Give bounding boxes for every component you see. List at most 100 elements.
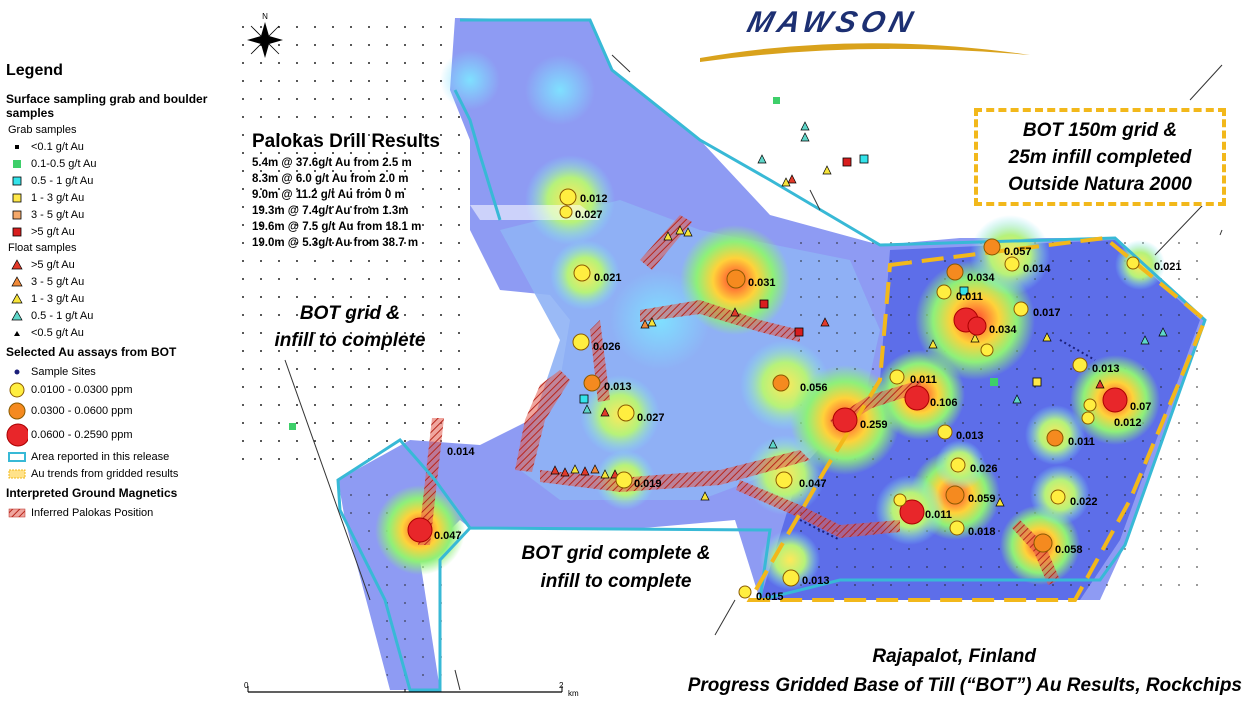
assay-label: 0.015: [756, 591, 784, 603]
bot-circle-icon: [6, 423, 28, 447]
assay-label: 0.018: [968, 526, 996, 538]
legend-item: 3 - 5 g/t Au: [6, 206, 246, 223]
grab-square-icon: [6, 155, 28, 172]
assay-label: 0.012: [1114, 417, 1142, 429]
assay-label: 0.027: [575, 209, 603, 221]
north-arrow-icon: N: [247, 12, 283, 58]
grab-samples: [289, 97, 1042, 430]
caption-title: Progress Gridded Base of Till (“BOT”) Au…: [687, 675, 1242, 696]
assay-label: 0.022: [1070, 496, 1098, 508]
assay-label: 0.013: [604, 381, 632, 393]
logo-swoosh: [700, 43, 1030, 62]
sample-grid-west: [240, 20, 470, 470]
legend-grab-header: Grab samples: [8, 124, 77, 136]
legend-item: 0.0100 - 0.0300 ppm: [6, 380, 246, 400]
drill-line: 19.3m @ 7.4g/t Au from 1.3m: [252, 205, 409, 217]
assay-label: 0.014: [1023, 263, 1051, 275]
grab-square-icon: [6, 189, 28, 206]
bot-assay-circles: [407, 188, 1140, 599]
float-triangle-icon: [6, 307, 28, 324]
grab-square-icon: [6, 206, 28, 223]
legend-item: 0.0300 - 0.0600 ppm: [6, 400, 246, 422]
callout-bot-complete: BOT grid complete & infill to complete: [521, 543, 711, 592]
float-triangle-icon: [6, 256, 28, 273]
legend-item: Inferred Palokas Position: [6, 504, 246, 521]
scale-end: 2: [559, 681, 564, 690]
legend-item: 0.5 - 1 g/t Au: [6, 172, 246, 189]
legend: Legend Surface sampling grab and boulder…: [6, 62, 246, 521]
assay-label: 0.047: [799, 478, 827, 490]
float-samples: [550, 121, 1168, 507]
float-triangle-icon: [6, 290, 28, 307]
callout-box-natura: BOT 150m grid & 25m infill completed Out…: [974, 108, 1226, 206]
legend-item: >5 g/t Au: [6, 223, 246, 240]
assay-label: 0.014: [447, 446, 475, 458]
assay-label: 0.012: [580, 193, 608, 205]
legend-item: 0.1-0.5 g/t Au: [6, 155, 246, 172]
sample-site-icon: [6, 363, 28, 380]
legend-section-surface: Surface sampling grab and boulder sample…: [6, 92, 208, 120]
assay-label: 0.011: [910, 374, 937, 386]
scale-bar: 0 2 km: [244, 681, 579, 698]
legend-float-header: Float samples: [8, 242, 77, 254]
assay-label: 0.013: [956, 430, 984, 442]
sample-traverses: [799, 339, 1096, 541]
drill-line: 5.4m @ 37.6g/t Au from 2.5 m: [252, 157, 412, 169]
assay-label: 0.058: [1055, 544, 1083, 556]
assay-label: 0.021: [594, 272, 622, 284]
legend-section-bot: Selected Au assays from BOT: [6, 345, 177, 359]
bot-circle-icon: [6, 402, 28, 420]
drill-line: 8.3m @ 6.0 g/t Au from 2.0 m: [252, 173, 409, 185]
assay-label: 0.056: [800, 382, 828, 394]
bot-circle-icon: [6, 382, 28, 399]
assay-label: 0.027: [637, 412, 665, 424]
assay-label: 0.034: [967, 272, 995, 284]
assay-label: 0.057: [1004, 246, 1032, 258]
north-label: N: [262, 12, 268, 21]
assay-label: 0.021: [1154, 261, 1182, 273]
float-triangle-icon: [6, 273, 28, 290]
assay-label: 0.031: [748, 277, 776, 289]
au-trend-icon: [6, 465, 28, 482]
magnetics-hatch-icon: [6, 504, 28, 521]
legend-item: <0.1 g/t Au: [6, 138, 246, 155]
legend-item: 1 - 3 g/t Au: [6, 290, 246, 307]
drill-line: 19.6m @ 7.5 g/t Au from 18.1 m: [252, 221, 422, 233]
legend-item: Area reported in this release: [6, 448, 246, 465]
legend-item: 0.0600 - 0.2590 ppm: [6, 422, 246, 448]
assay-label: 0.017: [1033, 307, 1061, 319]
legend-item: 1 - 3 g/t Au: [6, 189, 246, 206]
legend-item: Sample Sites: [6, 363, 246, 380]
assay-label: 0.026: [593, 341, 621, 353]
assay-label: 0.011: [925, 509, 952, 521]
drill-line: 19.0m @ 5.3g/t Au from 38.7 m: [252, 237, 419, 249]
drill-results: Palokas Drill Results 5.4m @ 37.6g/t Au …: [252, 131, 482, 253]
inferred-palokas-magnetics: [418, 215, 1060, 585]
drill-title: Palokas Drill Results: [252, 131, 440, 152]
assay-label: 0.011: [1068, 436, 1095, 448]
grab-square-icon: [6, 223, 28, 240]
drill-line: 9.0m @ 11.2 g/t Au from 0 m: [252, 189, 405, 201]
legend-item: 0.5 - 1 g/t Au: [6, 307, 246, 324]
legend-item: >5 g/t Au: [6, 256, 246, 273]
callout-bot-grid: BOT grid & infill to complete: [274, 303, 426, 351]
assay-label: 0.07: [1130, 401, 1151, 413]
legend-item: Au trends from gridded results: [6, 465, 246, 482]
assay-label: 0.013: [1092, 363, 1120, 375]
legend-section-mag: Interpreted Ground Magnetics: [6, 486, 178, 500]
assay-label: 0.034: [989, 324, 1017, 336]
mawson-logo: MAWSON: [743, 6, 921, 39]
float-triangle-icon: [6, 324, 28, 341]
assay-label: 0.106: [930, 397, 958, 409]
assay-label: 0.011: [956, 291, 983, 303]
assay-label: 0.019: [634, 478, 662, 490]
assay-labels: 0.012 0.027 0.021 0.031 0.026 0.013 0.05…: [434, 193, 1182, 603]
assay-label: 0.026: [970, 463, 998, 475]
scale-start: 0: [244, 681, 249, 690]
assay-label: 0.047: [434, 530, 462, 542]
assay-label: 0.259: [860, 419, 888, 431]
assay-label: 0.013: [802, 575, 830, 587]
grab-square-icon: [6, 138, 28, 155]
area-outline-icon: [6, 448, 28, 465]
